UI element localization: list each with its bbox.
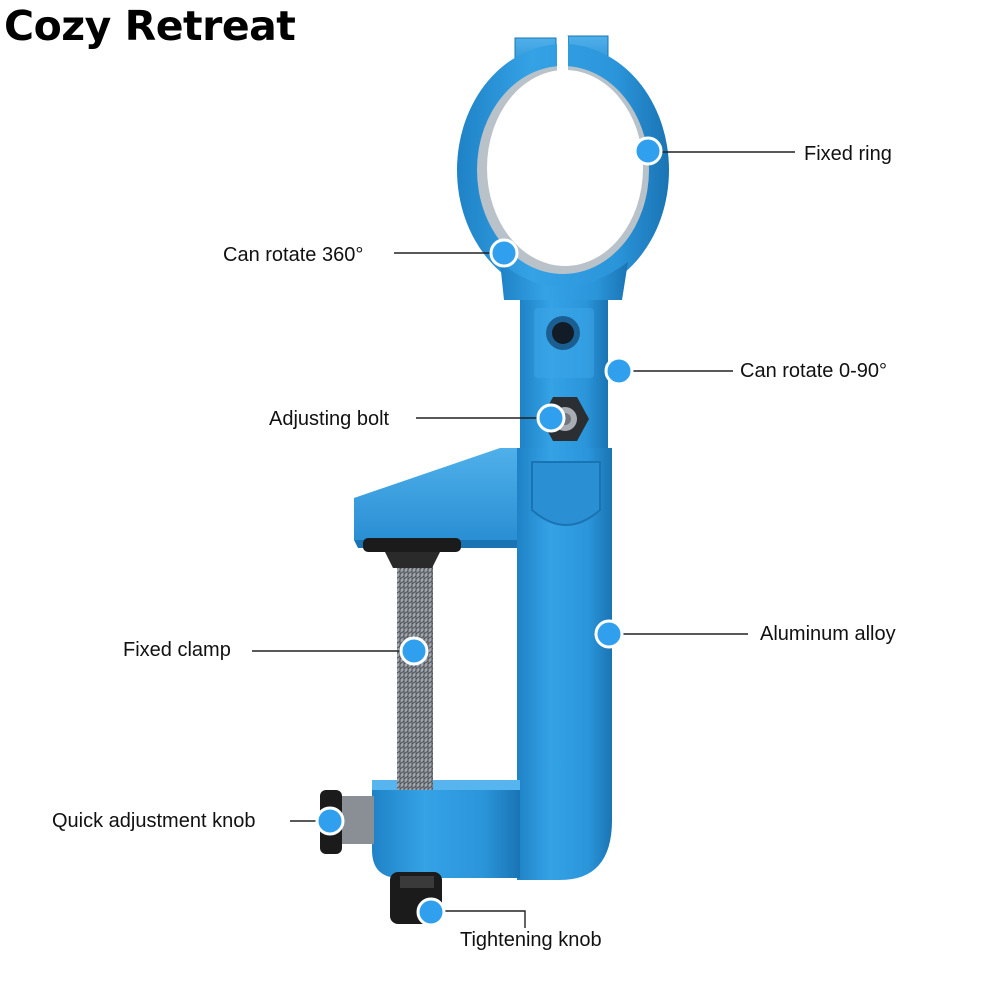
label-quick-adjustment-knob: Quick adjustment knob: [52, 810, 256, 832]
callout-dots: [315, 136, 663, 927]
dot-adjusting-bolt: [536, 403, 566, 433]
label-adjusting-bolt: Adjusting bolt: [269, 408, 390, 430]
dot-aluminum: [594, 619, 624, 649]
brand-title: Cozy Retreat: [4, 2, 296, 50]
clamp-screw: [363, 538, 461, 790]
dot-fixed-ring: [633, 136, 663, 166]
label-aluminum-alloy: Aluminum alloy: [760, 623, 896, 645]
leader-lines: [252, 151, 795, 928]
label-fixed-clamp: Fixed clamp: [123, 639, 231, 661]
label-fixed-ring: Fixed ring: [804, 143, 892, 165]
clamp-pad: [363, 538, 461, 552]
leader-tightening: [444, 910, 526, 928]
label-tightening-knob: Tightening knob: [460, 929, 602, 951]
label-rotate-360: Can rotate 360°: [223, 244, 364, 266]
swivel-neck: [520, 300, 608, 450]
dot-tightening: [416, 897, 446, 927]
dot-quick-knob: [315, 806, 345, 836]
dot-fixed-clamp: [399, 636, 429, 666]
dot-rotate-090: [604, 356, 634, 386]
fixed-ring: [457, 35, 669, 300]
label-rotate-0-90: Can rotate 0-90°: [740, 360, 887, 382]
dot-rotate-360: [489, 238, 519, 268]
clamp-body: [354, 448, 612, 880]
